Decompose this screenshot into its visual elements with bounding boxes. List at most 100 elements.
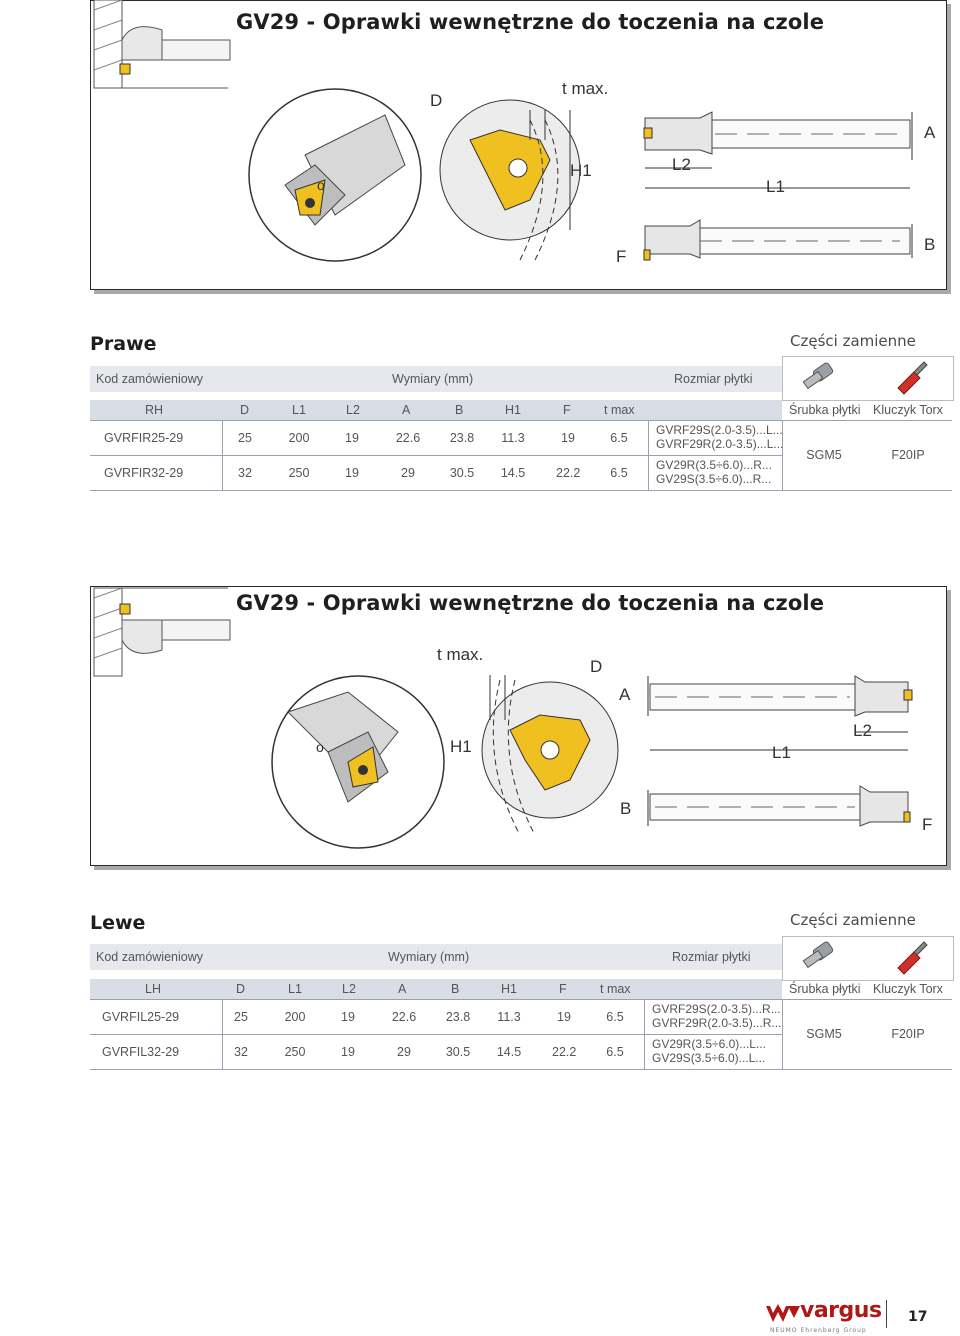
cell-H1: 11.3 bbox=[497, 1010, 521, 1024]
column-header-band bbox=[90, 400, 782, 420]
col-divider bbox=[782, 420, 783, 490]
cell-L1: 250 bbox=[288, 466, 310, 480]
cell-B: 30.5 bbox=[445, 1045, 471, 1059]
brand-logo-mark bbox=[766, 1304, 800, 1322]
cell-D: 32 bbox=[238, 466, 252, 480]
cell-H1: 14.5 bbox=[496, 1045, 522, 1059]
insert-detail-circle: o bbox=[248, 88, 422, 262]
cell-D: 25 bbox=[234, 1010, 248, 1024]
col-screw: Śrubka płytki bbox=[789, 403, 861, 417]
col-torx: Kluczyk Torx bbox=[873, 403, 943, 417]
insert-size-line: GV29R(3.5÷6.0)...R... bbox=[656, 458, 772, 472]
label-L2: L2 bbox=[853, 721, 872, 740]
col-L1: L1 bbox=[288, 982, 302, 996]
insert-size-line: GVRF29S(2.0-3.5)...R... bbox=[652, 1002, 781, 1016]
col-B: B bbox=[451, 982, 460, 996]
col-H1: H1 bbox=[501, 982, 517, 996]
section-title: GV29 - Oprawki wewnętrzne do toczenia na… bbox=[236, 591, 825, 615]
col-divider bbox=[782, 999, 783, 1069]
label-A: A bbox=[924, 123, 936, 142]
cell-F: 19 bbox=[561, 431, 575, 445]
column-header-band bbox=[90, 979, 782, 999]
cell-L1: 250 bbox=[284, 1045, 306, 1059]
cell-tmax: 6.5 bbox=[606, 1010, 624, 1024]
cell-L2: 19 bbox=[341, 1045, 355, 1059]
cell-L1: 200 bbox=[288, 431, 310, 445]
row-divider bbox=[90, 999, 952, 1000]
table-row-code: GVRFIL25-29 bbox=[102, 1010, 180, 1024]
cell-A: 22.6 bbox=[395, 431, 421, 445]
cell-H1: 14.5 bbox=[500, 466, 526, 480]
cell-H1: 11.3 bbox=[501, 431, 525, 445]
section-title: GV29 - Oprawki wewnętrzne do toczenia na… bbox=[236, 10, 825, 34]
brand-logo: vargus bbox=[800, 1298, 882, 1323]
col-H1: H1 bbox=[505, 403, 521, 417]
label-F: F bbox=[922, 815, 932, 834]
table-header-band bbox=[90, 366, 782, 392]
label-B: B bbox=[924, 235, 935, 254]
col-D: D bbox=[240, 403, 250, 417]
label-B: B bbox=[620, 799, 631, 818]
col-tmax: t max bbox=[604, 403, 635, 417]
label-A: A bbox=[619, 685, 631, 704]
cell-A: 22.6 bbox=[391, 1010, 417, 1024]
row-divider bbox=[90, 1034, 782, 1035]
footer-divider bbox=[886, 1300, 887, 1328]
section-label-left: Lewe bbox=[90, 912, 146, 934]
page-number: 17 bbox=[908, 1309, 928, 1325]
cell-screw: SGM5 bbox=[806, 1027, 842, 1041]
brand-subtitle: NEUMO Ehrenberg Group bbox=[770, 1327, 867, 1334]
label-L1: L1 bbox=[766, 177, 785, 196]
cell-L2: 19 bbox=[341, 1010, 355, 1024]
screw-icon bbox=[802, 362, 834, 390]
svg-text:o: o bbox=[316, 739, 324, 755]
spares-label: Części zamienne bbox=[790, 911, 916, 929]
header-order-code: Kod zamówieniowy bbox=[96, 372, 203, 386]
insert-size-line: GV29S(3.5÷6.0)...R... bbox=[656, 472, 772, 486]
col-F: F bbox=[563, 403, 571, 417]
cell-screw: SGM5 bbox=[806, 448, 842, 462]
zoom-detail bbox=[481, 675, 619, 836]
label-H1: H1 bbox=[570, 161, 592, 180]
col-F: F bbox=[559, 982, 567, 996]
section-label-right: Prawe bbox=[90, 333, 157, 355]
table-header-band bbox=[90, 944, 782, 970]
cell-A: 29 bbox=[401, 466, 415, 480]
header-dimensions: Wymiary (mm) bbox=[392, 372, 474, 386]
label-L1: L1 bbox=[772, 743, 791, 762]
insert-size-line: GV29S(3.5÷6.0)...L... bbox=[652, 1051, 766, 1065]
col-LH: LH bbox=[145, 982, 161, 996]
cell-A: 29 bbox=[397, 1045, 411, 1059]
cell-torx: F20IP bbox=[891, 448, 925, 462]
col-torx: Kluczyk Torx bbox=[873, 982, 943, 996]
col-L2: L2 bbox=[346, 403, 360, 417]
torx-key-icon bbox=[897, 941, 928, 975]
cell-F: 22.2 bbox=[556, 466, 581, 480]
row-divider bbox=[90, 490, 952, 491]
cell-tmax: 6.5 bbox=[610, 466, 628, 480]
cell-F: 22.2 bbox=[552, 1045, 577, 1059]
svg-text:o: o bbox=[317, 177, 325, 193]
cell-tmax: 6.5 bbox=[610, 431, 628, 445]
cell-D: 32 bbox=[234, 1045, 248, 1059]
col-RH: RH bbox=[145, 403, 164, 417]
cell-D: 25 bbox=[238, 431, 252, 445]
label-F: F bbox=[616, 247, 626, 266]
label-L2: L2 bbox=[672, 155, 691, 174]
row-divider bbox=[90, 455, 782, 456]
table-row-code: GVRFIL32-29 bbox=[102, 1045, 180, 1059]
col-L2: L2 bbox=[342, 982, 356, 996]
cell-B: 23.8 bbox=[445, 1010, 471, 1024]
col-L1: L1 bbox=[292, 403, 306, 417]
spares-label: Części zamienne bbox=[790, 332, 916, 350]
header-dimensions: Wymiary (mm) bbox=[388, 950, 470, 964]
label-D: D bbox=[590, 657, 602, 676]
zoom-detail bbox=[439, 99, 581, 261]
col-A: A bbox=[398, 982, 407, 996]
cell-tmax: 6.5 bbox=[606, 1045, 624, 1059]
col-screw: Śrubka płytki bbox=[789, 982, 861, 996]
col-D: D bbox=[236, 982, 246, 996]
label-D: D bbox=[430, 91, 442, 110]
row-divider bbox=[90, 1069, 952, 1070]
cell-B: 23.8 bbox=[449, 431, 475, 445]
